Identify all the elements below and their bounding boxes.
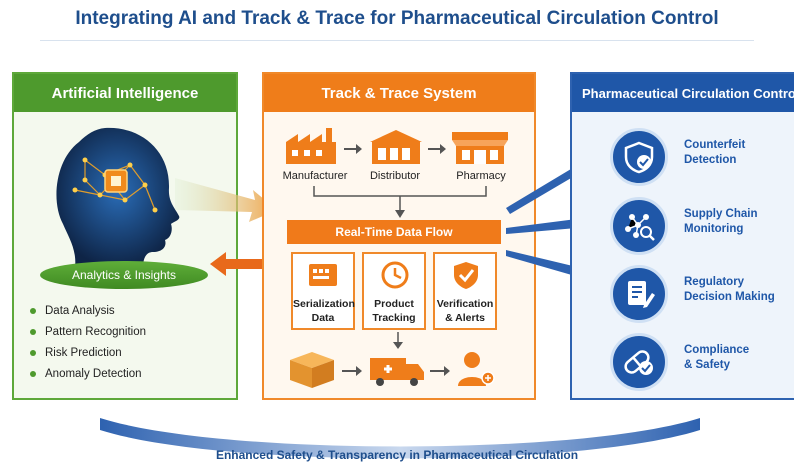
factory-icon — [286, 128, 336, 164]
down-arrow-icon — [393, 332, 403, 349]
bullet-item: Anomaly Detection — [30, 363, 146, 384]
bullet-item: Pattern Recognition — [30, 321, 146, 342]
title-divider — [40, 40, 754, 41]
warehouse-icon — [370, 130, 422, 164]
bullet-dot-icon — [30, 328, 36, 335]
shield-check-icon — [454, 262, 478, 289]
bullet-dot-icon — [30, 349, 36, 356]
bidirectional-arrow-icon — [210, 252, 286, 276]
footer-caption: Enhanced Safety & Transparency in Pharma… — [215, 448, 579, 462]
analytics-insights-banner: Analytics & Insights — [40, 261, 208, 289]
bullet-item: Data Analysis — [30, 300, 146, 321]
box-label: Tracking — [372, 312, 416, 324]
verification-alerts-box: Verification & Alerts — [433, 252, 497, 330]
document-pen-icon — [610, 265, 668, 323]
control-item-label: Compliance — [684, 344, 750, 356]
control-item-label: Monitoring — [684, 223, 744, 235]
control-item-label: Decision Making — [684, 291, 775, 303]
track-trace-heading: Track & Trace System — [264, 74, 534, 112]
control-item-label: Counterfeit — [684, 139, 746, 151]
supply-chain-icons — [286, 128, 508, 164]
package-box-icon — [290, 352, 334, 388]
ai-head-icon — [56, 127, 180, 268]
footer-arc-band — [100, 418, 700, 459]
chain-label-manufacturer: Manufacturer — [282, 170, 348, 182]
circulation-control-heading: Pharmaceutical Circulation Control — [572, 74, 794, 112]
product-tracking-box: Product Tracking — [362, 252, 426, 330]
counterfeit-shield-icon — [610, 128, 668, 186]
serialization-box: Serialization Data — [291, 252, 355, 330]
page-title: Integrating AI and Track & Trace for Pha… — [75, 8, 719, 29]
ai-panel-heading: Artificial Intelligence — [14, 74, 236, 112]
box-label: Product — [374, 298, 414, 310]
circulation-control-panel: Pharmaceutical Circulation Control — [570, 72, 794, 400]
tracking-clock-icon — [381, 261, 409, 289]
ai-panel: Artificial Intelligence — [12, 72, 238, 400]
bullet-dot-icon — [30, 370, 36, 377]
pill-check-icon — [610, 333, 668, 391]
realtime-data-flow-bar: Real-Time Data Flow — [287, 220, 501, 244]
box-label: Serialization — [293, 298, 355, 310]
serialization-icon — [309, 264, 337, 286]
chain-label-distributor: Distributor — [369, 170, 421, 182]
box-label: & Alerts — [445, 312, 485, 324]
box-label: Data — [311, 312, 335, 324]
control-item-label: Supply Chain — [684, 208, 758, 220]
control-item-label: Regulatory — [684, 276, 745, 288]
control-item-label: Detection — [684, 154, 737, 166]
ai-to-tt-arrow-icon — [175, 178, 277, 222]
network-search-icon — [610, 197, 668, 255]
pharmacy-store-icon — [452, 132, 508, 164]
ai-bullet-list: Data Analysis Pattern Recognition Risk P… — [30, 300, 146, 384]
bullet-item: Risk Prediction — [30, 342, 146, 363]
patient-user-icon — [458, 352, 495, 386]
delivery-flow-icons — [290, 352, 495, 388]
merge-arrow-icon — [313, 186, 487, 218]
box-label: Verification — [436, 298, 494, 310]
control-item-label: & Safety — [684, 359, 731, 371]
medical-truck-icon — [370, 358, 424, 386]
chain-label-pharmacy: Pharmacy — [456, 170, 506, 182]
bullet-dot-icon — [30, 307, 36, 314]
control-item-compliance: Compliance & Safety — [610, 333, 794, 391]
